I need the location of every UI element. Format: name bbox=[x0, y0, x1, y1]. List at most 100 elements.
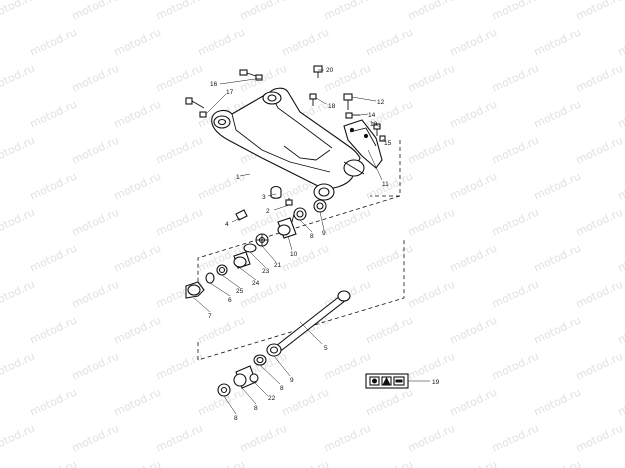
callout-22: 22 bbox=[268, 395, 276, 402]
watermark-text: motod.ru bbox=[406, 422, 457, 455]
watermark-text: motod.ru bbox=[616, 98, 625, 131]
watermark-text: motod.ru bbox=[238, 0, 289, 23]
watermark-text: motod.ru bbox=[448, 26, 499, 59]
sleeve-22 bbox=[233, 365, 257, 389]
callout-20: 20 bbox=[326, 67, 334, 74]
watermark-text: motod.ru bbox=[490, 0, 541, 23]
callout-14: 14 bbox=[368, 112, 376, 119]
callout-3: 3 bbox=[262, 194, 266, 201]
watermark-text: motod.ru bbox=[448, 314, 499, 347]
watermark-text: motod.ru bbox=[364, 170, 415, 203]
watermark-text: motod.ru bbox=[574, 278, 625, 311]
watermark-text: motod.ru bbox=[112, 26, 163, 59]
watermark-text: motod.ru bbox=[70, 350, 121, 383]
watermark-text: motod.ru bbox=[280, 242, 331, 275]
watermark-text: motod.ru bbox=[0, 0, 37, 23]
watermark-text: motod.ru bbox=[406, 206, 457, 239]
watermark-text: motod.ru bbox=[112, 98, 163, 131]
watermark-text: motod.ru bbox=[406, 134, 457, 167]
watermark-text: motod.ru bbox=[490, 134, 541, 167]
callout-11: 11 bbox=[382, 181, 389, 188]
pivot-shaft-5 bbox=[269, 290, 351, 355]
watermark-text: motod.ru bbox=[448, 170, 499, 203]
callout-23: 23 bbox=[262, 268, 270, 275]
callout-24: 24 bbox=[252, 280, 260, 287]
watermark-text: motod.ru bbox=[322, 422, 373, 455]
watermark-text: motod.ru bbox=[364, 242, 415, 275]
assembly-outline bbox=[197, 140, 405, 361]
watermark-text: motod.ru bbox=[532, 458, 583, 468]
watermark-text: motod.ru bbox=[322, 0, 373, 23]
watermark-text: motod.ru bbox=[112, 242, 163, 275]
watermark-text: motod.ru bbox=[616, 458, 625, 468]
watermark-text: motod.ru bbox=[28, 26, 79, 59]
bearing-8-lower-b bbox=[249, 373, 259, 383]
seal-9-lower bbox=[266, 343, 282, 357]
watermark-text: motod.ru bbox=[70, 278, 121, 311]
watermark-text: motod.ru bbox=[196, 314, 247, 347]
watermark-text: motod.ru bbox=[112, 170, 163, 203]
watermark-text: motod.ru bbox=[28, 242, 79, 275]
watermark-text: motod.ru bbox=[490, 278, 541, 311]
watermark-text: motod.ru bbox=[196, 458, 247, 468]
watermark-text: motod.ru bbox=[0, 206, 37, 239]
swing-arm bbox=[211, 87, 365, 201]
watermark-text: motod.ru bbox=[532, 242, 583, 275]
watermark-text: motod.ru bbox=[448, 458, 499, 468]
watermark-text: motod.ru bbox=[490, 422, 541, 455]
watermark-text: motod.ru bbox=[490, 62, 541, 95]
spacer-23 bbox=[243, 243, 257, 253]
watermark-text: motod.ru bbox=[280, 386, 331, 419]
watermark-text: motod.ru bbox=[154, 134, 205, 167]
watermark-text: motod.ru bbox=[154, 0, 205, 23]
watermark-text: motod.ru bbox=[112, 314, 163, 347]
watermark-text: motod.ru bbox=[532, 98, 583, 131]
watermark-text: motod.ru bbox=[490, 350, 541, 383]
callout-13: 13 bbox=[370, 121, 378, 128]
watermark-text: motod.ru bbox=[28, 386, 79, 419]
watermark-text: motod.ru bbox=[406, 0, 457, 23]
cap-4 bbox=[235, 209, 248, 221]
watermark-text: motod.ru bbox=[532, 314, 583, 347]
watermark-text: motod.ru bbox=[154, 350, 205, 383]
sleeve-10 bbox=[277, 217, 297, 239]
bolt-16 bbox=[239, 69, 263, 81]
bearing-21 bbox=[255, 233, 269, 247]
watermark-text: motod.ru bbox=[364, 314, 415, 347]
watermark-text: motod.ru bbox=[616, 386, 625, 419]
seal-9-upper bbox=[313, 199, 327, 213]
callout-19: 19 bbox=[432, 379, 440, 386]
watermark-text: motod.ru bbox=[574, 350, 625, 383]
watermark-text: motod.ru bbox=[448, 242, 499, 275]
watermark-text: motod.ru bbox=[0, 350, 37, 383]
watermark-text: motod.ru bbox=[0, 134, 37, 167]
watermark-text: motod.ru bbox=[28, 170, 79, 203]
watermark-text: motod.ru bbox=[574, 62, 625, 95]
watermark-text: motod.ru bbox=[0, 62, 37, 95]
bolt-12 bbox=[343, 93, 353, 110]
watermark-text: motod.ru bbox=[448, 386, 499, 419]
bushing-24 bbox=[233, 251, 251, 269]
watermark-text: motod.ru bbox=[238, 278, 289, 311]
watermark-text: motod.ru bbox=[70, 422, 121, 455]
watermark-text: motod.ru bbox=[616, 314, 625, 347]
watermark-text: motod.ru bbox=[280, 26, 331, 59]
watermark-text: motod.ru bbox=[154, 422, 205, 455]
watermark-text: motod.ru bbox=[322, 206, 373, 239]
callout-21: 21 bbox=[274, 262, 282, 269]
collar-3 bbox=[270, 185, 282, 199]
callout-18: 18 bbox=[328, 103, 336, 110]
watermark-text: motod.ru bbox=[364, 26, 415, 59]
callout-9-lower: 9 bbox=[290, 377, 294, 384]
caution-decal-icon bbox=[393, 376, 405, 386]
bolt-20 bbox=[313, 65, 323, 78]
callout-12: 12 bbox=[377, 99, 385, 106]
watermark-text: motod.ru bbox=[448, 98, 499, 131]
callout-6: 6 bbox=[228, 297, 232, 304]
callout-8-lower-c: 8 bbox=[234, 415, 238, 422]
watermark-text: motod.ru bbox=[616, 242, 625, 275]
watermark-text: motod.ru bbox=[0, 422, 37, 455]
watermark-text: motod.ru bbox=[490, 206, 541, 239]
watermark-text: motod.ru bbox=[154, 206, 205, 239]
